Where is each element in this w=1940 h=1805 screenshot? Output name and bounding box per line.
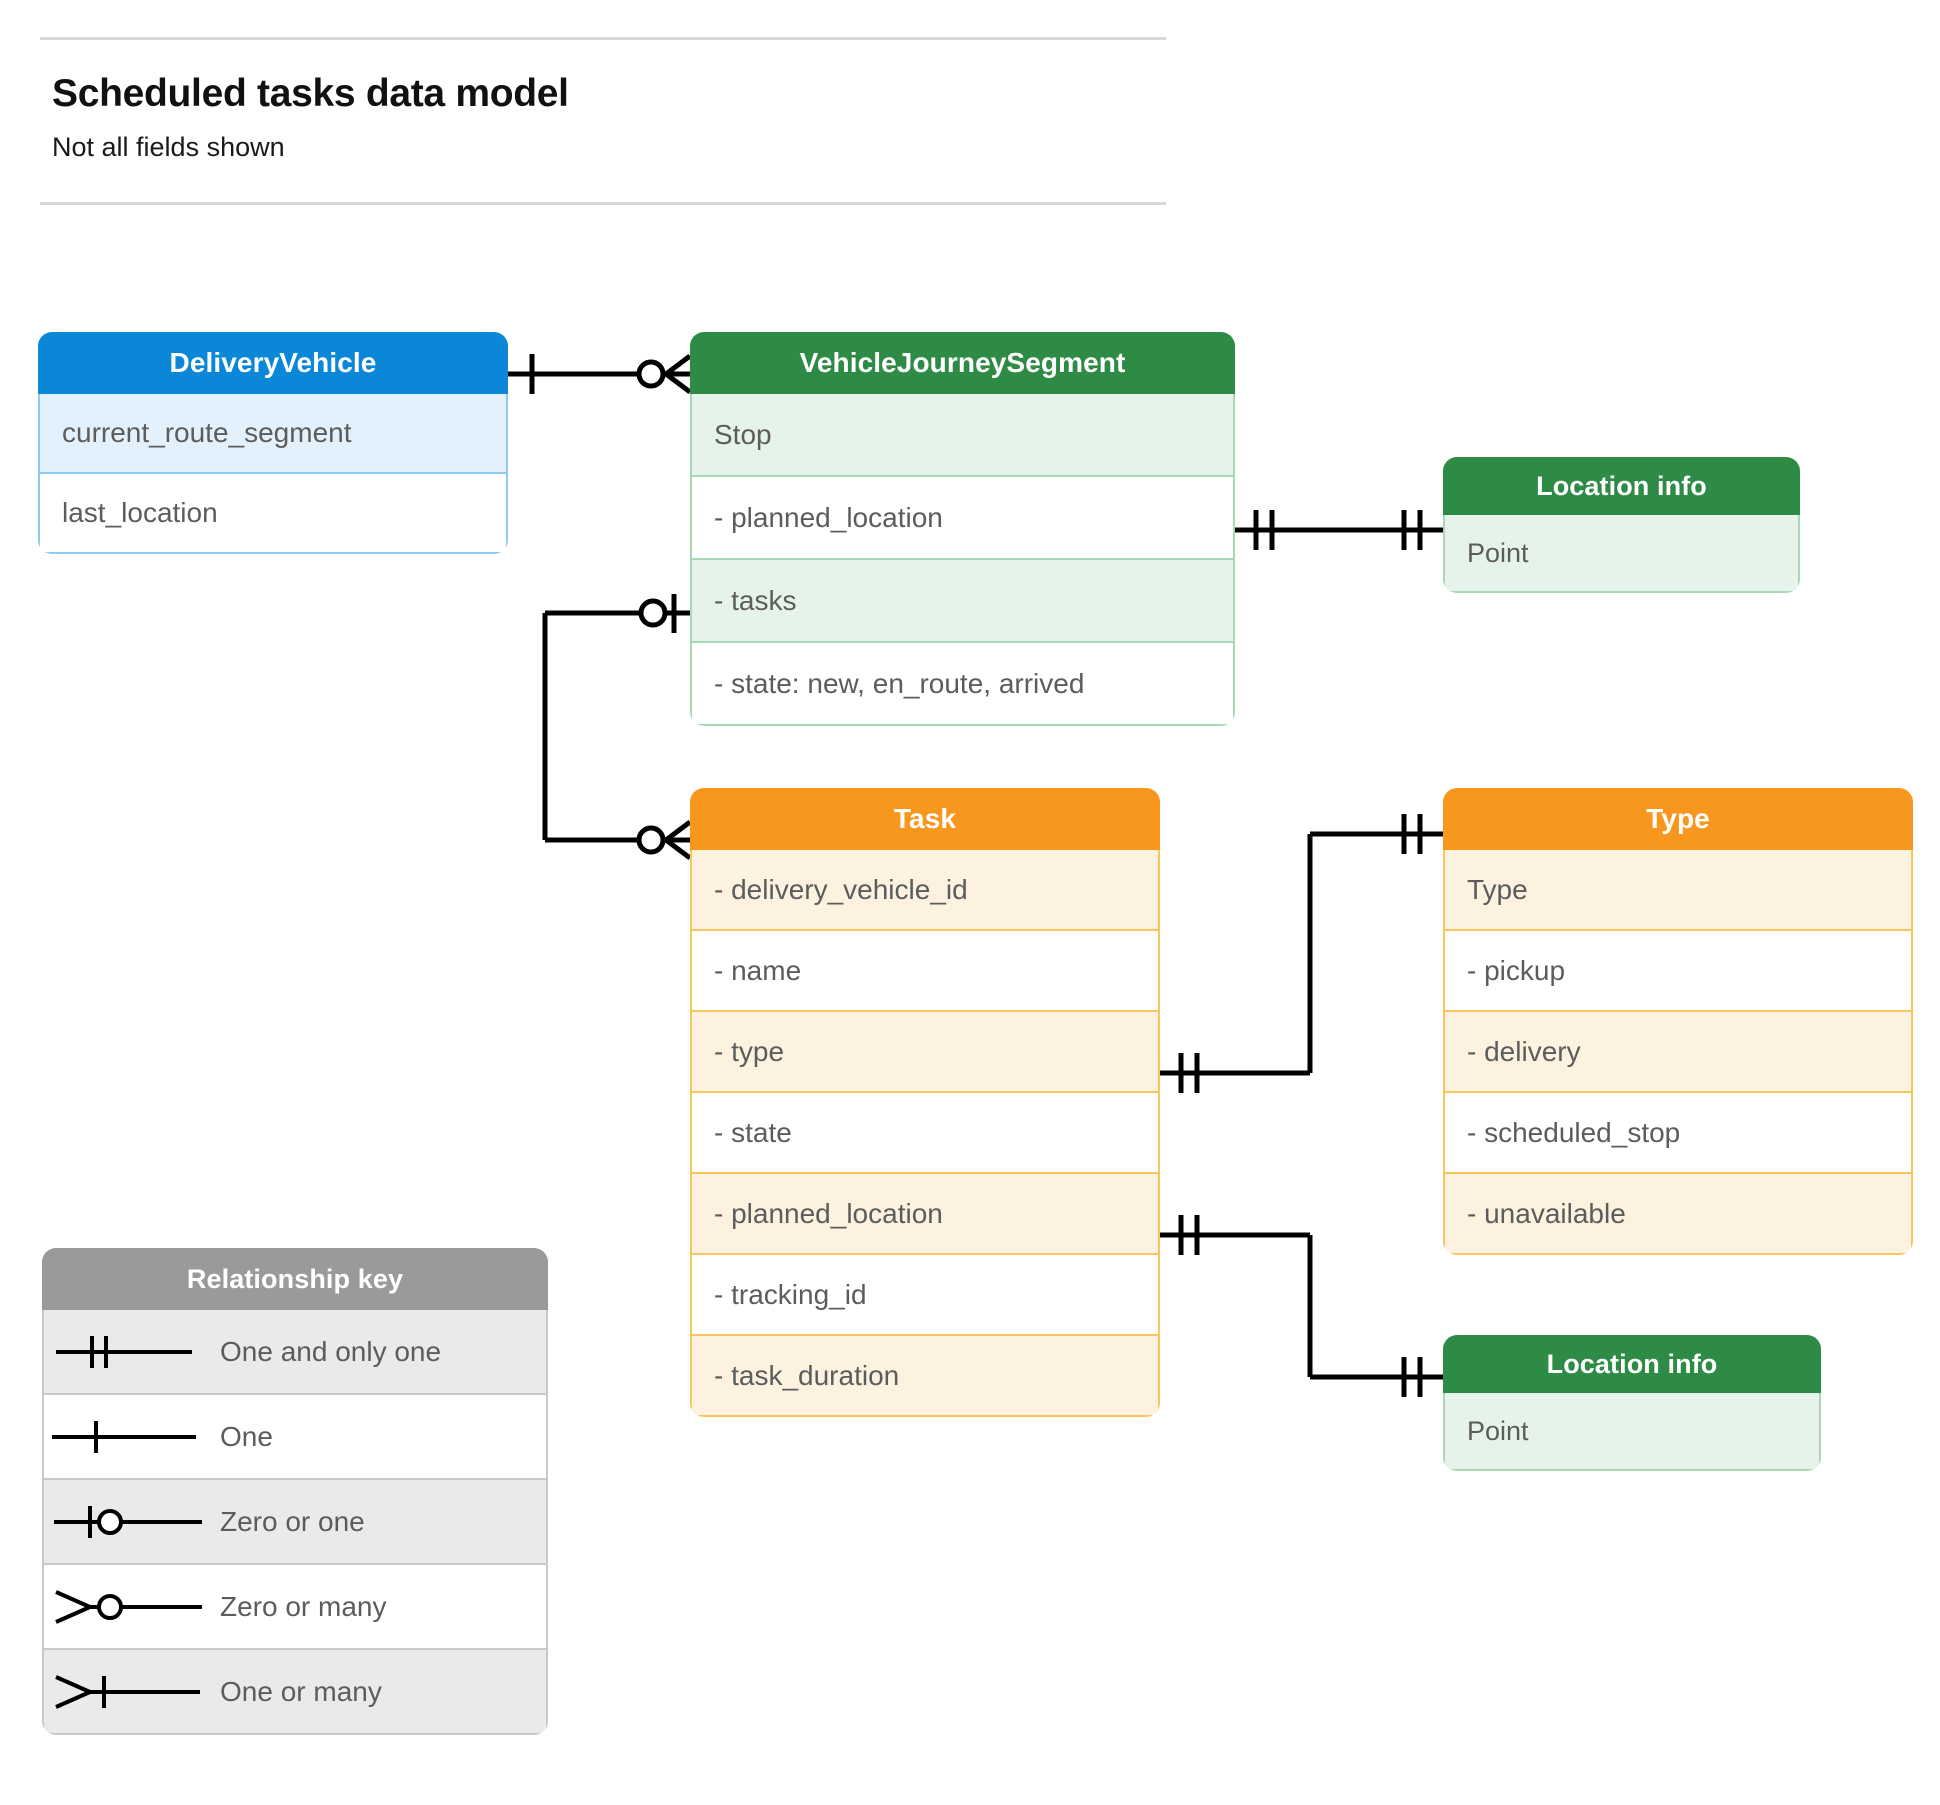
entity-field-row: Point [1443, 515, 1800, 593]
entity-field-row: - planned_location [690, 477, 1235, 560]
entity-field-row: - tracking_id [690, 1255, 1160, 1336]
legend-item-label: One or many [220, 1675, 382, 1707]
entity-type[interactable]: Type Type - pickup - delivery - schedule… [1443, 788, 1913, 1255]
entity-field-row: Stop [690, 394, 1235, 477]
entity-field-row: - type [690, 1012, 1160, 1093]
entity-field-row: - delivery_vehicle_id [690, 850, 1160, 931]
entity-title: Location info [1443, 457, 1800, 515]
legend-item: One and only one [42, 1310, 548, 1395]
entity-field-row: current_route_segment [38, 394, 508, 474]
legend-item: One [42, 1395, 548, 1480]
zero-or-many-icon [44, 1565, 214, 1648]
header-divider-bottom [40, 202, 1166, 205]
entity-location-info-bottom[interactable]: Location info Point [1443, 1335, 1821, 1471]
entity-field-row: - pickup [1443, 931, 1913, 1012]
entity-field-row: last_location [38, 474, 508, 554]
legend-item-label: One [220, 1420, 273, 1452]
entity-title: Task [690, 788, 1160, 850]
legend-item-label: Zero or one [220, 1505, 365, 1537]
legend-item: Zero or one [42, 1480, 548, 1565]
entity-field-row: - tasks [690, 560, 1235, 643]
entity-field-row: Type [1443, 850, 1913, 931]
entity-field-row: - name [690, 931, 1160, 1012]
entity-field-row: - planned_location [690, 1174, 1160, 1255]
one-icon [44, 1395, 214, 1478]
legend-item: One or many [42, 1650, 548, 1735]
entity-title: Location info [1443, 1335, 1821, 1393]
entity-field-row: - delivery [1443, 1012, 1913, 1093]
entity-field-row: - unavailable [1443, 1174, 1913, 1255]
legend-item: Zero or many [42, 1565, 548, 1650]
entity-location-info-top[interactable]: Location info Point [1443, 457, 1800, 593]
entity-vehicle-journey-segment[interactable]: VehicleJourneySegment Stop - planned_loc… [690, 332, 1235, 726]
entity-task[interactable]: Task - delivery_vehicle_id - name - type… [690, 788, 1160, 1417]
page-title: Scheduled tasks data model [52, 72, 569, 115]
page-subtitle: Not all fields shown [52, 132, 285, 162]
relationship-key-legend: Relationship key One and only one [42, 1248, 548, 1735]
legend-item-label: One and only one [220, 1335, 442, 1367]
legend-item-label: Zero or many [220, 1590, 387, 1622]
one-or-many-icon [44, 1650, 214, 1733]
entity-field-row: - task_duration [690, 1336, 1160, 1417]
header-divider-top [40, 37, 1166, 40]
entity-delivery-vehicle[interactable]: DeliveryVehicle current_route_segment la… [38, 332, 508, 554]
legend-title: Relationship key [42, 1248, 548, 1310]
entity-title: Type [1443, 788, 1913, 850]
entity-field-row: - state [690, 1093, 1160, 1174]
one-and-only-one-icon [44, 1310, 214, 1393]
entity-title: DeliveryVehicle [38, 332, 508, 394]
entity-field-row: Point [1443, 1393, 1821, 1471]
entity-field-row: - state: new, en_route, arrived [690, 643, 1235, 726]
zero-or-one-icon [44, 1480, 214, 1563]
entity-field-row: - scheduled_stop [1443, 1093, 1913, 1174]
entity-title: VehicleJourneySegment [690, 332, 1235, 394]
